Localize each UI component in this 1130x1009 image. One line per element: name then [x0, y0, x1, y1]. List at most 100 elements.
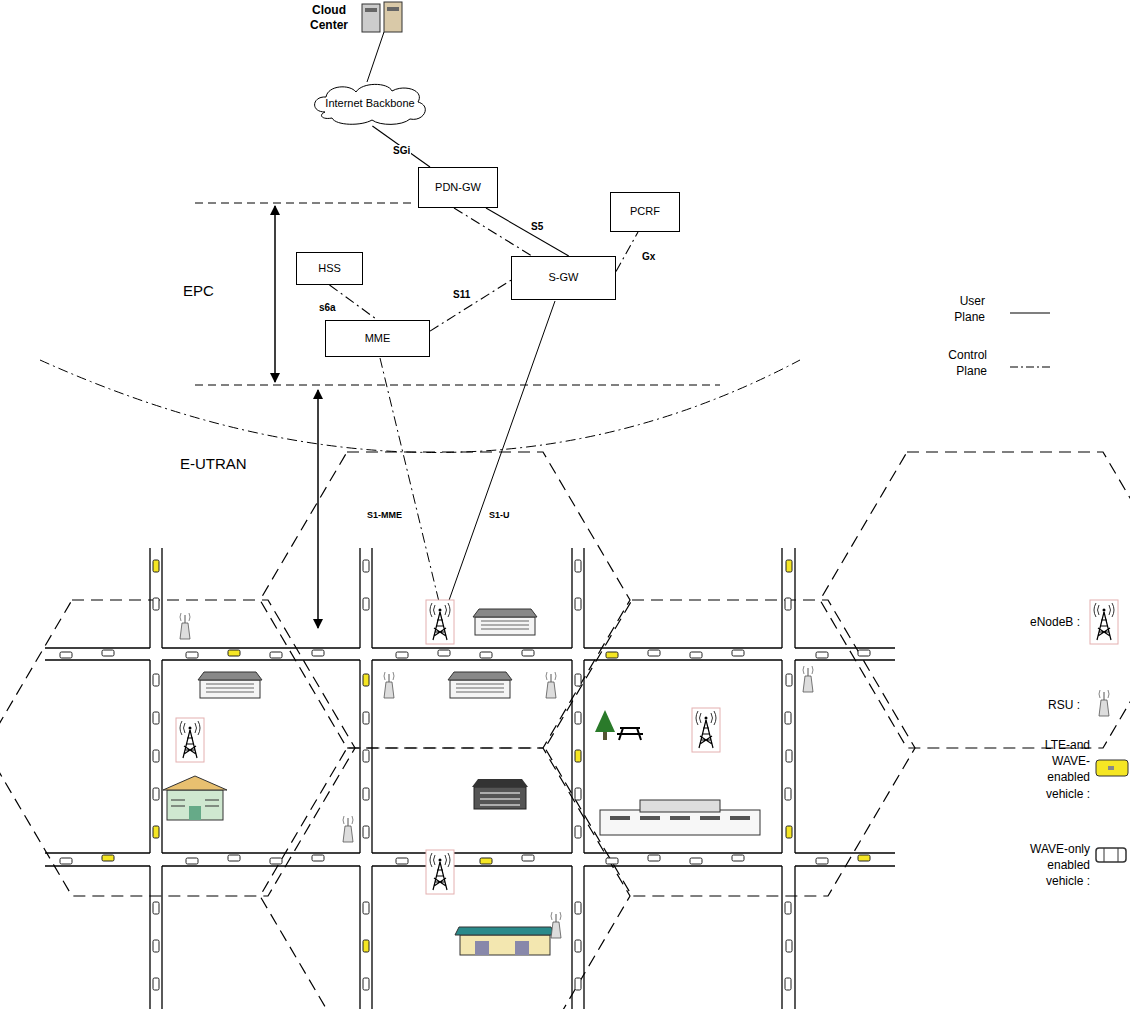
drawing-g: [455, 927, 555, 955]
label-holder: RSU :: [1020, 697, 1080, 713]
drawing-rect: [153, 940, 159, 952]
drawing-rect: [575, 788, 581, 800]
text-label: LTE-and WAVE-enabled vehicle :: [1030, 737, 1090, 802]
drawing-rect: [575, 712, 581, 724]
text-label: Gx: [641, 251, 656, 263]
node-text: PDN-GW: [435, 181, 481, 194]
text-label: RSU :: [1020, 697, 1080, 713]
drawing-rect: [858, 855, 870, 861]
drawing-rect: [460, 935, 550, 955]
text-label: E-UTRAN: [180, 455, 247, 473]
drawing-polygon: [0, 600, 355, 896]
drawing-line: [571, 548, 572, 648]
drawing-use: [426, 850, 454, 894]
label-holder: S1-U: [488, 504, 511, 522]
drawing-line: [781, 548, 782, 648]
process-box: HSS: [296, 252, 363, 285]
drawing-rect: [365, 8, 377, 12]
drawing-path: [1104, 848, 1118, 862]
drawing-rect: [786, 560, 792, 572]
drawing-line: [795, 852, 895, 853]
drawing-polygon: [260, 452, 630, 748]
drawing-line: [795, 659, 895, 660]
drawing-use: [426, 600, 454, 644]
drawing-path: [315, 84, 426, 124]
drawing-line: [584, 659, 782, 660]
drawing-rect: [363, 598, 369, 610]
process-box: PDN-GW: [418, 167, 498, 208]
drawing-g: [595, 710, 643, 740]
drawing-rect: [153, 750, 159, 762]
drawing-rect: [60, 652, 72, 658]
control-plane-link: [454, 208, 532, 256]
drawing-rect: [153, 598, 159, 610]
control-plane-link: [330, 285, 378, 320]
drawing-rect: [575, 750, 581, 762]
drawing-line: [367, 32, 384, 82]
drawing-rect: [60, 858, 72, 864]
drawing-rect: [102, 855, 114, 861]
drawing-rect: [786, 940, 792, 952]
drawing-line: [447, 301, 555, 606]
drawing-g: [600, 800, 760, 835]
drawing-use: [343, 816, 353, 842]
drawing-rect: [186, 652, 198, 658]
drawing-line: [359, 660, 360, 853]
drawing-rect: [816, 858, 828, 864]
drawing-use: [1099, 690, 1109, 716]
drawing-rect: [363, 788, 369, 800]
label-holder: SGi: [392, 140, 411, 158]
drawing-rect: [270, 858, 282, 864]
drawing-use: [551, 912, 561, 938]
drawing-g: [0, 452, 1130, 1009]
drawing-path: [163, 776, 227, 790]
label-holder: S11: [452, 284, 471, 302]
drawing-rect: [690, 652, 702, 658]
drawing-rect: [858, 650, 870, 656]
drawing-line: [162, 865, 360, 866]
drawing-rect: [384, 2, 402, 32]
drawing-rect: [575, 674, 581, 686]
drawing-line: [149, 548, 150, 648]
label-holder: Control Plane: [935, 347, 987, 379]
drawing-line: [1010, 312, 1050, 313]
drawing-rect: [785, 978, 791, 990]
drawing-line: [161, 866, 162, 1009]
control-plane-link: [430, 280, 511, 331]
drawing-line: [781, 866, 782, 1009]
drawing-rect: [228, 855, 240, 861]
drawing-rect: [648, 650, 660, 656]
drawing-line: [372, 659, 572, 660]
drawing-use: [198, 672, 262, 698]
drawing-rect: [786, 826, 792, 838]
drawing-rect: [153, 674, 159, 686]
drawing-path: [40, 360, 800, 453]
user-plane-link: [486, 208, 569, 256]
drawing-line: [584, 647, 782, 648]
drawing-path: [595, 710, 615, 732]
drawing-rect: [603, 732, 607, 740]
drawing-rect: [363, 674, 369, 686]
drawing-polygon: [545, 600, 915, 896]
node-text: MME: [365, 332, 391, 345]
drawing-use: [180, 613, 190, 639]
label-holder: User Plane: [940, 293, 985, 325]
drawing-line: [795, 865, 895, 866]
drawing-rect: [785, 788, 791, 800]
drawing-line: [45, 659, 150, 660]
drawing-rect: [522, 855, 534, 861]
drawing-rect: [1096, 848, 1126, 862]
drawing-line: [359, 866, 360, 1009]
drawing-line: [571, 660, 572, 853]
drawing-line: [317, 390, 319, 628]
drawing-rect: [575, 598, 581, 610]
drawing-line: [359, 548, 360, 648]
drawing-line: [794, 660, 795, 853]
drawing-rect: [575, 560, 581, 572]
drawing-path: [171, 800, 219, 806]
text-label: eNodeB :: [1008, 614, 1080, 630]
drawing-g: [1096, 848, 1126, 862]
drawing-line: [274, 206, 276, 382]
